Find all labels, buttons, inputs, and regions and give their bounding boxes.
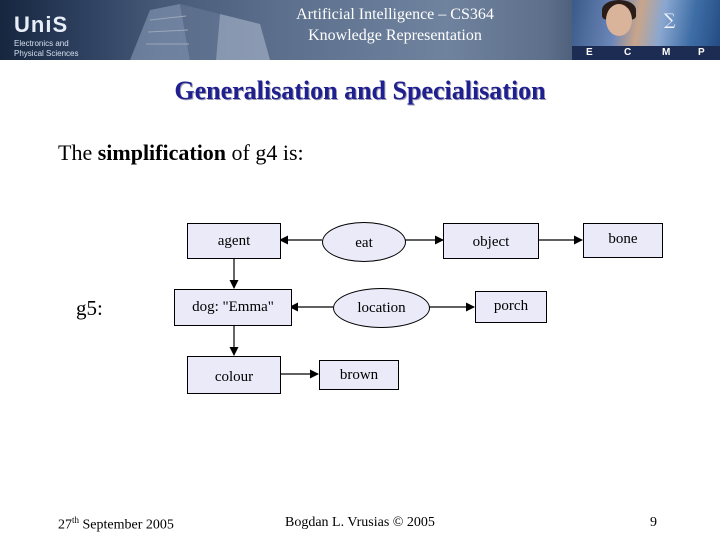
course-title-line2: Knowledge Representation (308, 27, 482, 44)
relation-label-location: location (357, 300, 406, 316)
header-banner: UniS Electronics and Physical Sciences A… (0, 0, 720, 60)
course-title: Artificial Intelligence – CS364 Knowledg… (0, 4, 720, 46)
concept-label-brown: brown (339, 367, 379, 383)
concept-node-object: object (443, 223, 539, 259)
concept-label-bone: bone (608, 231, 638, 247)
concept-label-colour: colour (214, 369, 254, 385)
footer-date: 27th September 2005 (58, 515, 174, 534)
relation-node-location: location (333, 288, 430, 328)
relation-label-eat: eat (355, 235, 373, 251)
graph-label: g5: (76, 296, 103, 320)
department-strip: E C M P (572, 46, 720, 60)
logo-subtitle-line2: Physical Sciences (14, 49, 79, 58)
concept-label-dog: dog: "Emma" (192, 299, 274, 315)
concept-node-dog: dog: "Emma" (174, 289, 292, 326)
university-logo: UniS Electronics and Physical Sciences (6, 6, 126, 58)
dept-letter-m: M (662, 47, 671, 58)
dept-letter-c: C (624, 47, 632, 58)
intro-suffix: of g4 is: (226, 140, 304, 165)
footer-date-rest: September 2005 (79, 517, 174, 533)
math-symbol-icon: ∑ (664, 10, 676, 29)
concept-label-agent: agent (217, 233, 251, 249)
concept-label-object: object (472, 234, 510, 250)
dept-letter-e: E (586, 47, 593, 58)
header-photo: ∑ (572, 0, 720, 46)
concept-label-porch: porch (493, 298, 529, 314)
photo-face (606, 4, 632, 36)
course-title-line1: Artificial Intelligence – CS364 (296, 6, 494, 23)
footer-author: Bogdan L. Vrusias © 2005 (285, 515, 435, 530)
building-graphic (130, 4, 270, 60)
intro-text: The simplification of g4 is: (58, 140, 304, 166)
intro-bold-word: simplification (97, 140, 227, 165)
intro-prefix: The (58, 140, 98, 165)
footer-date-suffix: th (72, 515, 80, 525)
concept-node-porch: porch (475, 291, 547, 323)
relation-node-eat: eat (322, 222, 406, 262)
footer-date-day: 27 (58, 517, 72, 533)
concept-node-brown: brown (319, 360, 399, 390)
dept-letter-p: P (698, 47, 705, 58)
concept-node-agent: agent (187, 223, 281, 259)
logo-subtitle-line1: Electronics and (14, 39, 69, 48)
logo-text: UniS (14, 12, 69, 37)
footer-page-number: 9 (650, 515, 657, 530)
concept-node-bone: bone (583, 223, 663, 258)
concept-node-colour: colour (187, 356, 281, 394)
slide-title: Generalisation and Specialisation (174, 76, 546, 105)
